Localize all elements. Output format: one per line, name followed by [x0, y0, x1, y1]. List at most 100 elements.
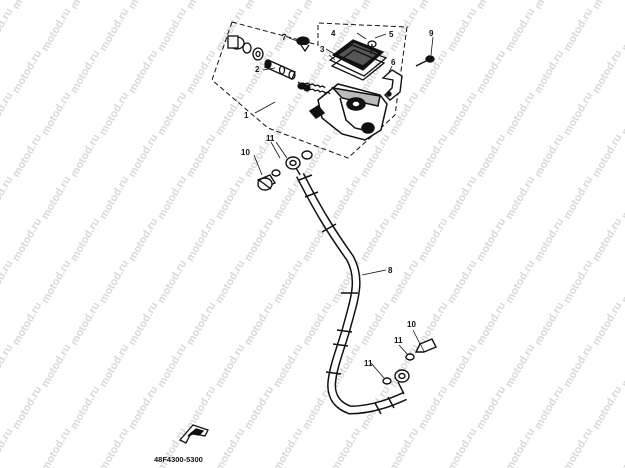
- watermark-text: motod.ru: [590, 216, 624, 263]
- watermark-text: motod.ru: [619, 6, 625, 53]
- watermark-text: motod.ru: [532, 300, 566, 347]
- watermark-text: motod.ru: [0, 174, 15, 221]
- watermark-text: motod.ru: [358, 300, 392, 347]
- watermark-text: motod.ru: [0, 6, 15, 53]
- callout-10-upper: 10: [241, 148, 250, 157]
- leader-line-2: [262, 67, 276, 71]
- callout-3: 3: [320, 45, 325, 54]
- watermark-text: motod.ru: [184, 48, 218, 95]
- watermark-text: motod.ru: [503, 6, 537, 53]
- watermark-text: motod.ru: [532, 132, 566, 179]
- callout-5: 5: [389, 30, 394, 39]
- watermark-text: motod.ru: [503, 174, 537, 221]
- callout-11-mid: 11: [394, 336, 403, 345]
- watermark-text: motod.ru: [590, 48, 624, 95]
- callout-4: 4: [331, 29, 336, 38]
- callout-7: 7: [282, 33, 287, 42]
- watermark-text: motod.ru: [561, 6, 595, 53]
- watermark-text: motod.ru: [271, 258, 305, 305]
- watermark-text: motod.ru: [561, 342, 595, 389]
- watermark-text: motod.ru: [184, 0, 218, 12]
- watermark-text: motod.ru: [242, 384, 276, 431]
- watermark-text: motod.ru: [213, 258, 247, 305]
- watermark-text: motod.ru: [97, 174, 131, 221]
- clamp-bracket: [381, 55, 435, 101]
- watermark-text: motod.ru: [97, 6, 131, 53]
- callout-11-upper: 11: [266, 134, 275, 143]
- watermark-text: motod.ru: [590, 0, 624, 12]
- watermark-text: motod.ru: [561, 426, 595, 468]
- watermark-text: motod.ru: [416, 384, 450, 431]
- callout-labels: 1 2 3 4 5 6 7 8 9 10 10 11 11 11: [241, 29, 434, 368]
- watermark-text: motod.ru: [39, 90, 73, 137]
- watermark-text: motod.ru: [387, 174, 421, 221]
- hose-upper-fitting: [257, 150, 313, 191]
- watermark-text: motod.ru: [300, 0, 334, 12]
- watermark-text: motod.ru: [242, 0, 276, 12]
- watermark-text: motod.ru: [532, 48, 566, 95]
- watermark-text: motod.ru: [445, 342, 479, 389]
- callout-10-lower: 10: [407, 320, 416, 329]
- callout-8: 8: [388, 266, 393, 275]
- watermark-text: motod.ru: [213, 426, 247, 468]
- watermark-text: motod.ru: [590, 132, 624, 179]
- watermark-text: motod.ru: [68, 48, 102, 95]
- leader-lines: [253, 32, 434, 379]
- callout-2: 2: [255, 65, 260, 74]
- watermark-text: motod.ru: [10, 48, 44, 95]
- callout-6: 6: [391, 58, 396, 67]
- watermark-text: motod.ru: [561, 174, 595, 221]
- watermark-text: motod.ru: [68, 216, 102, 263]
- watermark-text: motod.ru: [184, 132, 218, 179]
- brake-hose: [295, 172, 407, 415]
- watermark-text: motod.ru: [213, 342, 247, 389]
- watermark-text: motod.ru: [619, 426, 625, 468]
- watermark-text: motod.ru: [0, 426, 15, 468]
- watermark-text: motod.ru: [445, 90, 479, 137]
- watermark-text: motod.ru: [184, 300, 218, 347]
- front-arrow-icon: [178, 424, 209, 444]
- watermark-text: motod.ru: [155, 6, 189, 53]
- watermark-text: motod.ru: [329, 426, 363, 468]
- watermark-text: motod.ru: [97, 90, 131, 137]
- reservoir-cap: [328, 39, 388, 81]
- watermark-text: motod.ru: [126, 48, 160, 95]
- watermark-text: motod.ru: [242, 216, 276, 263]
- callout-9: 9: [429, 29, 434, 38]
- watermark-text: motod.ru: [474, 300, 508, 347]
- watermark-text: motod.ru: [474, 384, 508, 431]
- watermark-text: motod.ru: [503, 426, 537, 468]
- watermark-text: motod.ru: [532, 384, 566, 431]
- watermark-text: motod.ru: [213, 174, 247, 221]
- watermark-text: motod.ru: [532, 0, 566, 12]
- watermark-text: motod.ru: [68, 300, 102, 347]
- watermark-text: motod.ru: [155, 258, 189, 305]
- callout-1: 1: [244, 111, 249, 120]
- watermark-text: motod.ru: [561, 258, 595, 305]
- watermark-text: motod.ru: [532, 216, 566, 263]
- watermark-text: motod.ru: [155, 174, 189, 221]
- watermark-text: motod.ru: [0, 258, 15, 305]
- watermark-text: motod.ru: [39, 426, 73, 468]
- watermark-text: motod.ru: [503, 90, 537, 137]
- watermark-text: motod.ru: [561, 90, 595, 137]
- watermark-text: motod.ru: [358, 216, 392, 263]
- watermark-text: motod.ru: [126, 384, 160, 431]
- watermark-text: motod.ru: [474, 132, 508, 179]
- watermark-text: motod.ru: [445, 174, 479, 221]
- watermark-text: motod.ru: [503, 258, 537, 305]
- watermark-text: motod.ru: [619, 90, 625, 137]
- watermark-text: motod.ru: [155, 90, 189, 137]
- watermark-text: motod.ru: [271, 342, 305, 389]
- watermark-text: motod.ru: [10, 216, 44, 263]
- watermark-text: motod.ru: [39, 258, 73, 305]
- watermark-text: motod.ru: [300, 300, 334, 347]
- watermark-text: motod.ru: [126, 132, 160, 179]
- watermark-text: motod.ru: [39, 174, 73, 221]
- watermark-text: motod.ru: [97, 342, 131, 389]
- reservoir-knob: [296, 36, 310, 53]
- watermark-text: motod.ru: [10, 132, 44, 179]
